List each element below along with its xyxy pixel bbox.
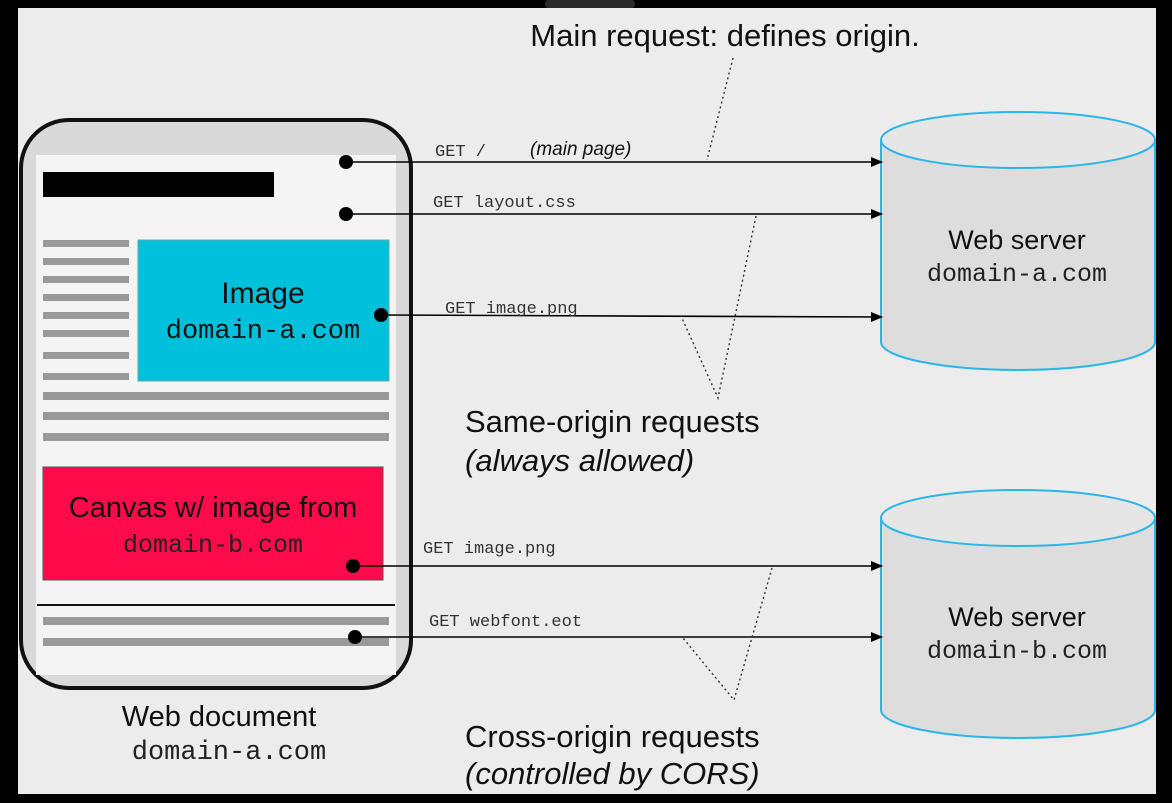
request-webfont: GET webfont.eot xyxy=(429,613,582,632)
same-origin-title: Same-origin requests xyxy=(465,404,760,439)
server-a-domain: domain-a.com xyxy=(927,260,1107,289)
main-request-annotation: Main request: defines origin. xyxy=(530,18,919,53)
arrow-image-a xyxy=(380,311,883,322)
request-origins xyxy=(339,155,388,644)
request-layout: GET layout.css xyxy=(433,194,576,213)
canvas-title: Canvas w/ image from xyxy=(69,492,358,524)
callout-same-origin xyxy=(680,215,757,401)
request-main-get: GET / xyxy=(435,143,486,162)
image-domain: domain-a.com xyxy=(166,317,360,347)
request-image-b: GET image.png xyxy=(423,540,556,559)
text-lines-full xyxy=(43,392,389,441)
web-document: Image domain-a.com Canvas w/ image from … xyxy=(19,118,413,768)
server-b-top xyxy=(880,489,1156,547)
server-a-title: Web server xyxy=(948,225,1086,255)
web-server-a: Web server domain-a.com xyxy=(880,111,1156,371)
image-title: Image xyxy=(221,277,304,310)
canvas-domain: domain-b.com xyxy=(123,531,303,560)
web-server-b: Web server domain-b.com xyxy=(880,489,1156,739)
cross-origin-note: (controlled by CORS) xyxy=(465,756,760,791)
document-domain: domain-a.com xyxy=(132,738,326,768)
callout-cross-origin xyxy=(682,567,773,702)
text-lines-bottom xyxy=(43,617,389,646)
canvas-block xyxy=(42,466,384,581)
request-image-a: GET image.png xyxy=(445,300,578,319)
image-block xyxy=(137,239,390,382)
callout-lines xyxy=(680,57,773,702)
server-a-body xyxy=(880,140,1156,371)
top-notch xyxy=(545,0,635,8)
cross-origin-title: Cross-origin requests xyxy=(465,719,760,754)
document-label: Web document xyxy=(122,701,317,733)
same-origin-note: (always allowed) xyxy=(465,443,694,478)
server-a-top xyxy=(880,111,1156,169)
server-b-title: Web server xyxy=(948,602,1086,632)
server-b-domain: domain-b.com xyxy=(927,637,1107,666)
text-lines-left xyxy=(43,240,129,380)
request-arrows xyxy=(346,157,883,642)
header-bar xyxy=(43,172,274,197)
request-main-note: (main page) xyxy=(530,139,631,160)
server-b-body xyxy=(880,518,1156,739)
